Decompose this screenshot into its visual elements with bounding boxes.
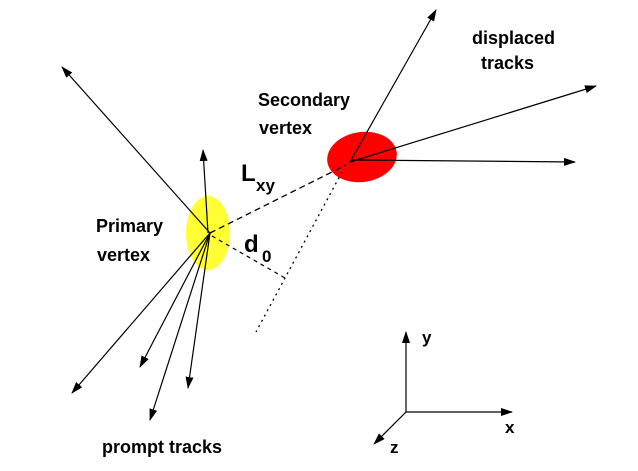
lxy-label: L — [241, 160, 256, 187]
coordinate-axes — [373, 331, 513, 445]
secondary-vertex — [327, 131, 397, 183]
prompt-tracks — [61, 66, 211, 421]
d0-subscript: 0 — [262, 247, 271, 266]
prompt-track-arrow — [199, 149, 209, 234]
z-axis-label: z — [390, 438, 399, 457]
prompt-track-arrow — [149, 232, 211, 421]
primary-vertex-label-line2: vertex — [97, 245, 150, 265]
prompt-track-arrow — [185, 232, 211, 389]
prompt-tracks-label: prompt tracks — [102, 437, 222, 457]
prompt-track-arrow — [71, 232, 211, 394]
displaced-tracks-label-line1: displaced — [472, 28, 555, 48]
prompt-track-arrow — [139, 232, 211, 368]
extrapolated-track-dotted — [255, 171, 343, 333]
lxy-dashed-line — [209, 164, 347, 234]
x-axis-label: x — [505, 418, 515, 437]
d0-dashed-line — [211, 235, 286, 279]
displaced-track-arrow — [349, 85, 597, 163]
d0-label: d — [244, 231, 259, 258]
displaced-tracks-label-line2: tracks — [481, 53, 534, 73]
y-axis-label: y — [422, 328, 432, 347]
displaced-track-arrow — [351, 157, 576, 166]
displaced-tracks — [349, 9, 597, 166]
primary-vertex-label-line1: Primary — [96, 216, 163, 236]
secondary-vertex-label-line1: Secondary — [258, 90, 350, 110]
secondary-vertex-label-line2: vertex — [259, 118, 312, 138]
prompt-track-arrow — [61, 66, 211, 234]
z-axis-arrow — [373, 411, 407, 445]
lxy-subscript: xy — [256, 176, 275, 195]
displaced-track-arrow — [349, 9, 437, 163]
